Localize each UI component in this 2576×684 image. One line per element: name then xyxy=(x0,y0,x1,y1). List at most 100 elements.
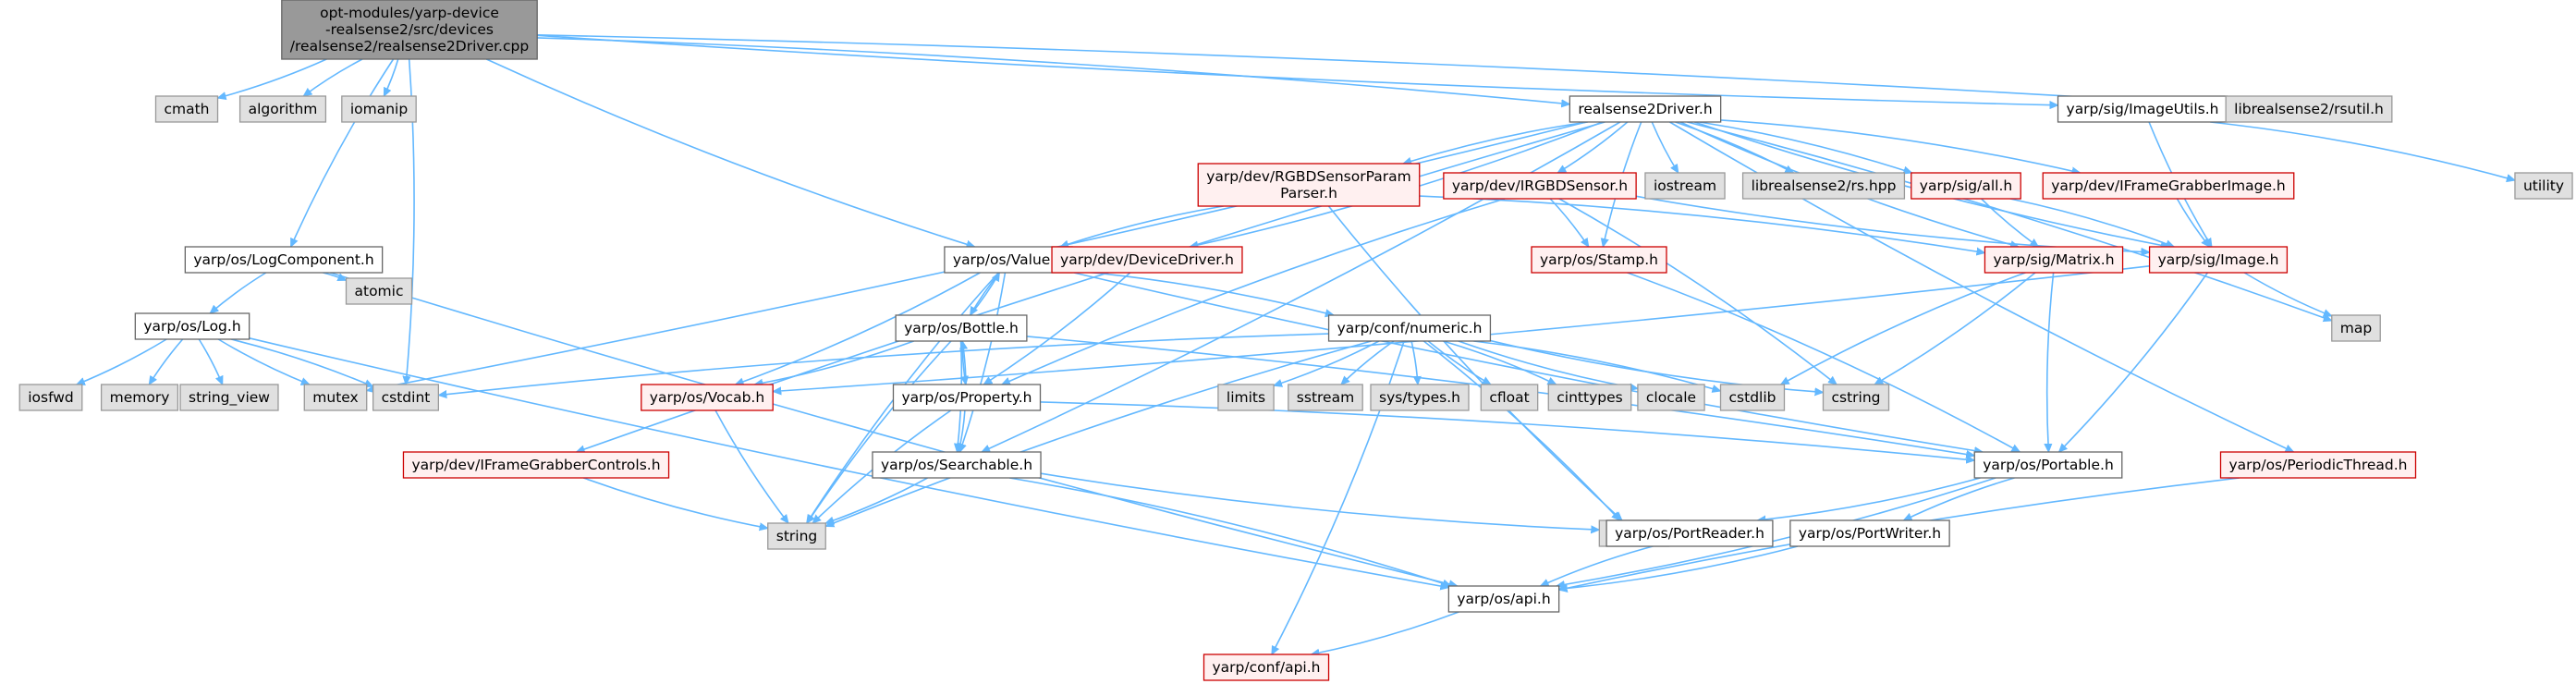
edge-rgbdparamparser-to-matrix xyxy=(1419,195,1985,252)
edge-numeric-to-limits xyxy=(1274,340,1380,385)
edge-numeric-to-cstddef xyxy=(1422,340,1619,520)
edge-irgbdsensor-to-cstring xyxy=(1558,198,1837,385)
node-property[interactable]: yarp/os/Property.h xyxy=(892,384,1042,411)
edge-portreader-to-api xyxy=(1541,545,1654,587)
node-box xyxy=(2219,451,2417,479)
node-stamp[interactable]: yarp/os/Stamp.h xyxy=(1531,246,1667,274)
edge-image-to-map xyxy=(2243,272,2332,316)
node-numeric[interactable]: yarp/conf/numeric.h xyxy=(1327,314,1492,342)
node-matrix[interactable]: yarp/sig/Matrix.h xyxy=(1984,246,2124,274)
node-label: iomanip xyxy=(350,101,408,117)
node-box xyxy=(184,246,384,274)
node-image[interactable]: yarp/sig/Image.h xyxy=(2148,246,2289,274)
node-iomanip: iomanip xyxy=(341,95,417,123)
node-periodicthread[interactable]: yarp/os/PeriodicThread.h xyxy=(2219,451,2417,479)
edge-numeric-to-cfloat xyxy=(1427,340,1491,385)
node-box xyxy=(641,384,774,411)
node-box xyxy=(341,95,417,123)
node-devicedriver[interactable]: yarp/dev/DeviceDriver.h xyxy=(1051,246,1243,274)
edge-rgbdparamparser-to-cstddef xyxy=(1327,205,1621,520)
node-box xyxy=(154,95,219,123)
node-box xyxy=(1327,314,1492,342)
edge-realsense2driver-to-sigall xyxy=(1699,121,1912,173)
node-box xyxy=(1569,95,1722,123)
node-box xyxy=(1973,451,2123,479)
node-label: yarp/os/PortReader.h xyxy=(1615,525,1764,542)
node-label: cfloat xyxy=(1489,389,1529,406)
node-label: atomic xyxy=(355,283,404,299)
node-mutex: mutex xyxy=(303,384,368,411)
node-label: algorithm xyxy=(249,101,318,117)
node-bottle[interactable]: yarp/os/Bottle.h xyxy=(895,314,1028,342)
edge-api-to-confapi xyxy=(1312,611,1459,654)
node-box xyxy=(2148,246,2289,274)
node-iframegrabbercontrols[interactable]: yarp/dev/IFrameGrabberControls.h xyxy=(402,451,670,479)
node-rshpp: librealsense2/rs.hpp xyxy=(1741,172,1906,200)
node-cstdint: cstdint xyxy=(372,384,440,411)
edge-logcomponent-to-api xyxy=(330,272,1457,586)
edge-root-to-logcomponent xyxy=(289,58,395,247)
node-label: iosfwd xyxy=(28,389,74,406)
edge-realsense2driver-to-rshpp xyxy=(1675,121,1794,174)
node-vocab[interactable]: yarp/os/Vocab.h xyxy=(641,384,774,411)
edge-realsense2driver-to-iostream xyxy=(1651,121,1679,173)
node-box xyxy=(1719,384,1786,411)
edge-rgbdparamparser-to-value xyxy=(1060,205,1224,247)
edge-value-to-numeric xyxy=(1072,269,1334,315)
node-box xyxy=(1051,246,1243,274)
node-label: memory xyxy=(110,389,170,406)
node-searchable[interactable]: yarp/os/Searchable.h xyxy=(872,451,1042,479)
edge-imageutils-to-utility xyxy=(2210,121,2515,180)
node-label: cmath xyxy=(164,101,209,117)
node-api[interactable]: yarp/os/api.h xyxy=(1447,585,1560,613)
node-cinttypes: cinttypes xyxy=(1547,384,1632,411)
node-label: yarp/os/api.h xyxy=(1457,591,1550,607)
node-value[interactable]: yarp/os/Value.h xyxy=(944,246,1073,274)
edge-realsense2driver-to-irgbdsensor xyxy=(1557,121,1629,174)
node-label: realsense2Driver.h xyxy=(1578,101,1712,117)
edge-irgbdsensor-to-property xyxy=(1002,198,1506,385)
node-label: yarp/os/LogComponent.h xyxy=(193,251,373,268)
node-box xyxy=(1547,384,1632,411)
node-box xyxy=(372,384,440,411)
node-sigall[interactable]: yarp/sig/all.h xyxy=(1911,172,2021,200)
node-root[interactable]: opt-modules/yarp-device-realsense2/src/d… xyxy=(281,0,538,60)
edge-searchable-to-cstddef xyxy=(1040,472,1599,530)
edge-log-to-string_view xyxy=(198,338,224,385)
node-label: -realsense2/src/devices xyxy=(325,21,494,38)
node-box xyxy=(179,384,279,411)
node-realsense2driver[interactable]: realsense2Driver.h xyxy=(1569,95,1722,123)
edge-log-to-cstdint xyxy=(230,338,373,387)
node-box xyxy=(1217,384,1275,411)
node-portwriter[interactable]: yarp/os/PortWriter.h xyxy=(1789,519,1950,547)
node-systypes: sys/types.h xyxy=(1370,384,1470,411)
node-utility: utility xyxy=(2514,172,2573,200)
edge-searchable-to-string xyxy=(825,477,928,523)
node-label: yarp/conf/api.h xyxy=(1212,659,1320,676)
node-box xyxy=(1443,172,1637,200)
node-box xyxy=(2057,95,2228,123)
edge-image-to-portable xyxy=(2059,272,2209,452)
node-irgbdsensor[interactable]: yarp/dev/IRGBDSensor.h xyxy=(1443,172,1637,200)
node-box xyxy=(1370,384,1470,411)
node-confapi[interactable]: yarp/conf/api.h xyxy=(1203,653,1330,681)
edge-sigall-to-image xyxy=(2009,198,2174,247)
node-log[interactable]: yarp/os/Log.h xyxy=(134,312,250,340)
node-label: sstream xyxy=(1297,389,1354,406)
node-portable[interactable]: yarp/os/Portable.h xyxy=(1973,451,2123,479)
node-iframegrabberimage[interactable]: yarp/dev/IFrameGrabberImage.h xyxy=(2042,172,2295,200)
edge-vocab-to-string xyxy=(714,409,788,523)
node-logcomponent[interactable]: yarp/os/LogComponent.h xyxy=(184,246,384,274)
edge-numeric-to-string xyxy=(825,340,1372,526)
edge-portable-to-api xyxy=(1557,477,1996,586)
edge-logcomponent-to-log xyxy=(210,272,267,313)
node-label: mutex xyxy=(312,389,358,406)
node-box xyxy=(2225,95,2393,123)
node-label: yarp/os/Property.h xyxy=(901,389,1032,406)
node-portreader[interactable]: yarp/os/PortReader.h xyxy=(1605,519,1774,547)
node-imageutils[interactable]: yarp/sig/ImageUtils.h xyxy=(2057,95,2228,123)
node-atomic: atomic xyxy=(345,277,413,305)
edge-iframegrabberimage-to-image xyxy=(2176,198,2209,247)
edge-numeric-to-systypes xyxy=(1410,340,1418,385)
